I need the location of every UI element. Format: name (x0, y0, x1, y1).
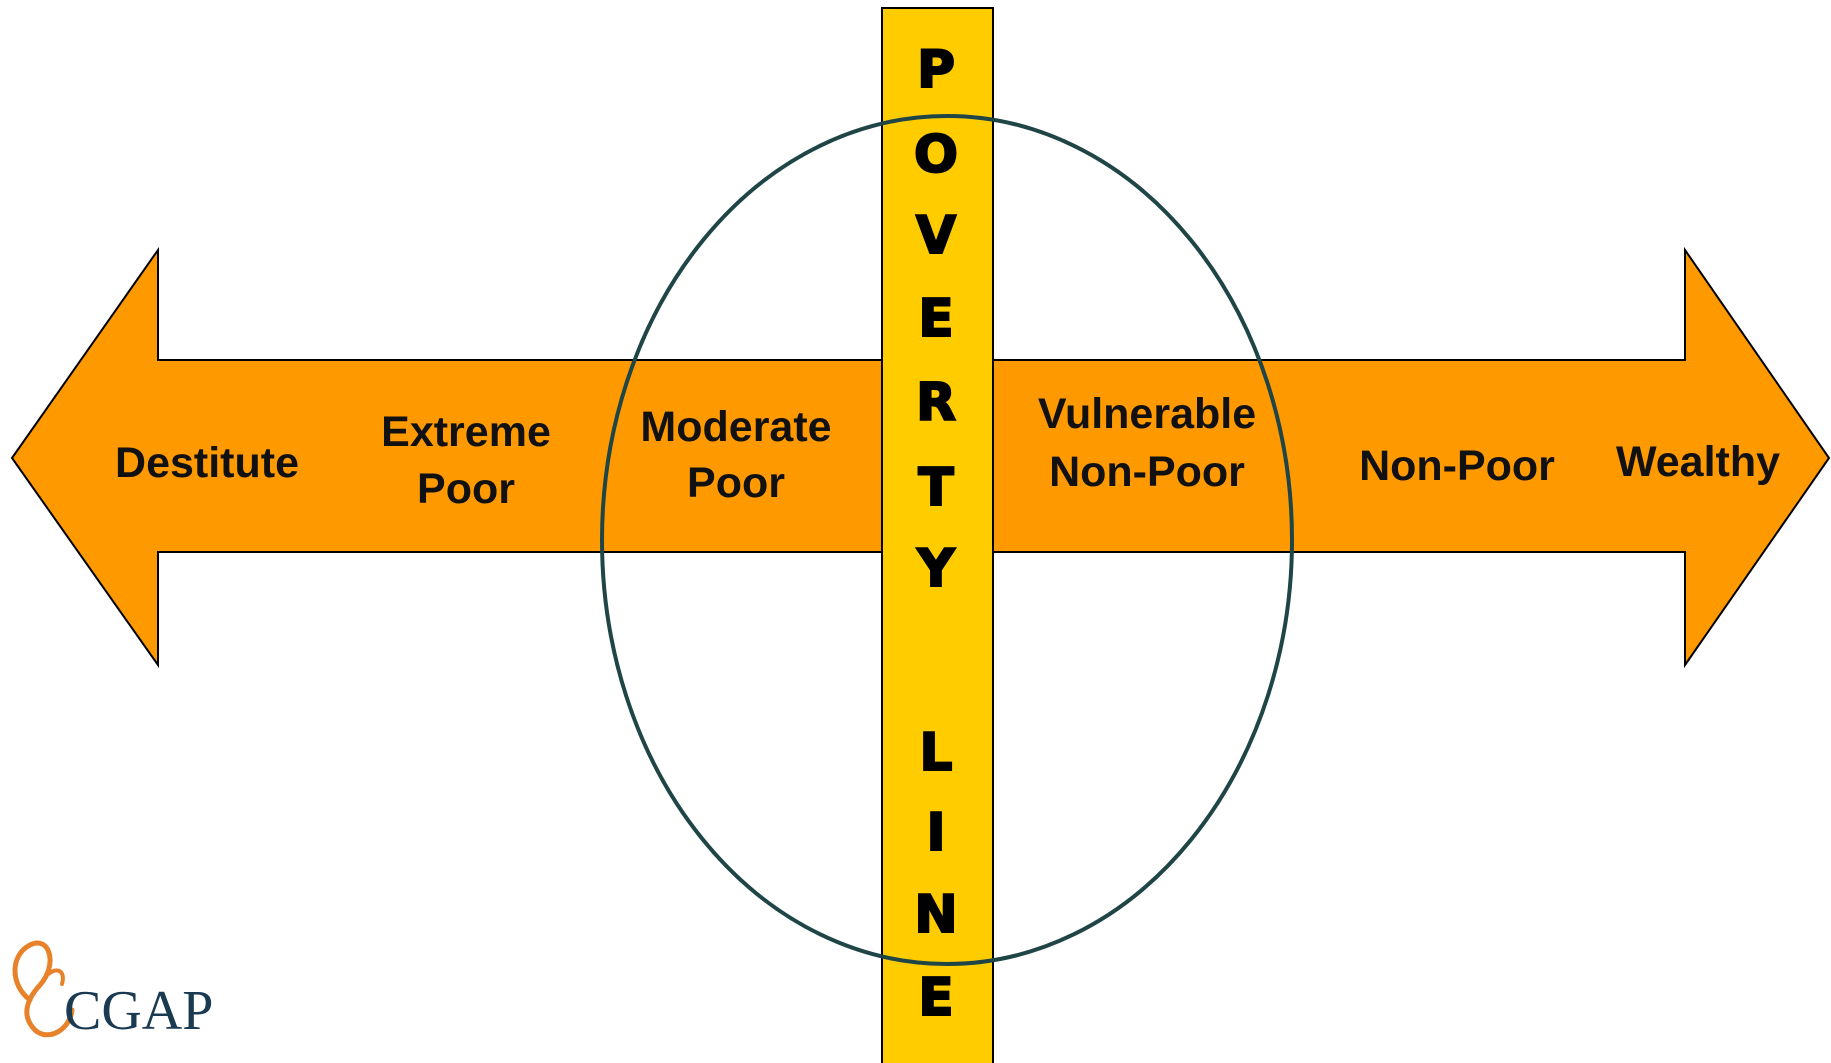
poverty-line-letter: E (918, 968, 954, 1028)
category-label-vulnerable-non-poor-line-2: Non-Poor (1049, 448, 1245, 496)
poverty-line-letter: N (914, 885, 958, 945)
category-label-extreme-poor-line-2: Poor (417, 465, 515, 513)
category-label-vulnerable-non-poor-line-1: Vulnerable (1038, 390, 1256, 438)
poverty-line-letter: Y (916, 539, 956, 599)
poverty-line-letter: V (916, 206, 956, 266)
poverty-line-letter: I (926, 803, 945, 863)
category-label-destitute: Destitute (115, 439, 299, 487)
cgap-logo-text: CGAP (64, 980, 213, 1042)
poverty-line-letter: R (916, 373, 956, 433)
category-label-moderate-poor-line-1: Moderate (640, 403, 831, 451)
cgap-logo-mark-icon (12, 940, 75, 1038)
poverty-line-letter: L (919, 723, 952, 783)
category-label-wealthy: Wealthy (1616, 438, 1780, 486)
cgap-logo: CGAP (12, 940, 213, 1042)
poverty-line-letter: O (914, 125, 958, 185)
focus-ellipse (600, 114, 1294, 966)
category-label-extreme-poor-line-1: Extreme (381, 408, 551, 456)
poverty-line-bar (881, 7, 994, 1063)
poverty-line-letter: P (917, 40, 955, 100)
poverty-line-letter: T (918, 458, 954, 518)
category-label-moderate-poor-line-2: Poor (687, 459, 785, 507)
poverty-line-letter: E (918, 289, 954, 349)
category-label-non-poor: Non-Poor (1359, 442, 1555, 490)
